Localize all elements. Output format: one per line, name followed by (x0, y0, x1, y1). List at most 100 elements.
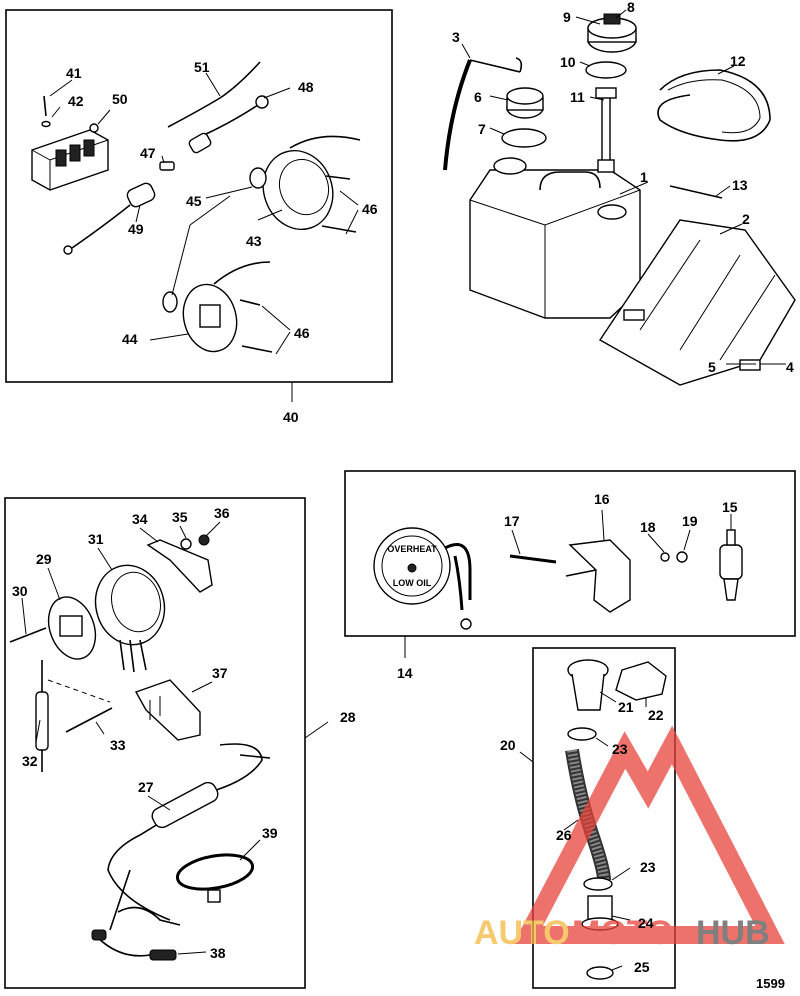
label-50: 50 (112, 91, 128, 107)
label-45: 45 (186, 193, 202, 209)
label-5: 5 (708, 359, 716, 375)
box-14 (344, 470, 796, 658)
watermark-text-1: AUTO (474, 914, 570, 952)
label-3: 3 (452, 29, 460, 45)
screw-part-33 (65, 707, 113, 733)
gauge-part-29 (47, 596, 97, 660)
label-22: 22 (648, 707, 664, 723)
fitting-part-21 (567, 659, 609, 711)
pin-part-13 (669, 185, 723, 199)
label-40: 40 (283, 409, 299, 425)
pickup-tube-part-11 (595, 87, 617, 173)
label-6: 6 (474, 89, 482, 105)
gauge-part-14: OVERHEAT LOW OIL (373, 527, 472, 630)
label-39: 39 (262, 825, 278, 841)
gauge-top-text: OVERHEAT (387, 544, 437, 554)
label-44: 44 (122, 331, 138, 347)
washer-part-18 (660, 552, 670, 562)
harness-part-27 (107, 743, 271, 931)
label-51: 51 (194, 59, 210, 75)
diagram-number: 1599 (756, 976, 785, 991)
label-21: 21 (618, 699, 634, 715)
cap-part-6 (506, 87, 544, 119)
clamp-part-23a (567, 727, 597, 741)
label-41: 41 (66, 65, 82, 81)
screws-part-46 (239, 175, 357, 353)
label-47: 47 (140, 145, 156, 161)
label-9: 9 (563, 9, 571, 25)
watermark-logo: AUTO MOTO HUB (474, 725, 785, 952)
screw-part-17 (509, 554, 557, 564)
gauge-bottom-text: LOW OIL (393, 578, 432, 588)
o-ring-part-45b (162, 291, 178, 313)
nut-part-50 (89, 123, 99, 133)
label-8: 8 (627, 0, 635, 15)
label-27: 27 (138, 779, 154, 795)
washer-part-35 (180, 538, 192, 550)
watermark-text-2: MOTO (572, 914, 673, 952)
hose-part-12 (657, 69, 771, 142)
module-part-41 (31, 95, 109, 191)
label-12: 12 (730, 53, 746, 69)
clamp-part-23b (583, 877, 613, 891)
label-49: 49 (128, 221, 144, 237)
label-11: 11 (570, 89, 585, 105)
strap-part-39 (175, 853, 255, 903)
gauge-part-43 (262, 135, 361, 231)
label-7: 7 (478, 121, 486, 137)
label-18: 18 (640, 519, 656, 535)
sender-part-49 (63, 182, 156, 255)
label-24: 24 (638, 915, 654, 931)
label-48: 48 (298, 79, 314, 95)
label-29: 29 (36, 551, 52, 567)
screw-part-30 (9, 627, 47, 643)
resistor-part-32 (35, 660, 111, 772)
label-23a: 23 (612, 741, 628, 757)
bracket-part-34 (146, 539, 213, 593)
label-31: 31 (88, 531, 104, 547)
box-28 (4, 497, 329, 989)
label-32: 32 (22, 753, 38, 769)
label-23b: 23 (640, 859, 656, 875)
callout-labels: 1 2 3 4 5 6 7 8 9 10 11 12 13 14 15 16 1… (12, 0, 794, 991)
strap-part-3 (443, 57, 523, 171)
label-34: 34 (132, 511, 148, 527)
oil-tank-part-1 (469, 157, 641, 319)
wire-part-48 (188, 95, 269, 154)
cap-assembly-part-8 (587, 13, 637, 53)
label-26: 26 (556, 827, 572, 843)
label-42: 42 (68, 93, 84, 109)
label-37: 37 (212, 665, 228, 681)
watermark-text-3: HUB (696, 914, 770, 952)
leaders-tank (461, 9, 786, 365)
connector-part-47 (159, 161, 175, 171)
box-40 (5, 9, 393, 402)
label-13: 13 (732, 177, 748, 193)
box-20 (519, 647, 676, 989)
wire-part-51 (167, 61, 261, 128)
leaders-box-20 (563, 691, 647, 971)
o-ring-part-45 (249, 167, 267, 189)
gasket-part-10 (585, 61, 627, 79)
label-43: 43 (246, 233, 262, 249)
label-15: 15 (722, 499, 738, 515)
label-36: 36 (214, 505, 230, 521)
gasket-part-25 (586, 966, 614, 980)
harness-part-38 (91, 906, 181, 961)
label-28: 28 (340, 709, 356, 725)
label-33: 33 (110, 737, 126, 753)
gasket-part-22 (615, 661, 667, 701)
label-4: 4 (786, 359, 794, 375)
label-46a: 46 (362, 201, 378, 217)
watermark-triangle (513, 725, 785, 944)
label-14: 14 (397, 665, 413, 681)
label-2: 2 (742, 211, 750, 227)
label-10: 10 (560, 54, 576, 70)
bracket-part-16 (565, 539, 631, 613)
bulb-part-15 (719, 529, 743, 601)
label-19: 19 (682, 513, 698, 529)
bracket-part-37 (134, 679, 201, 741)
bezel-part-31 (94, 564, 166, 673)
leaders-box-28 (21, 521, 261, 955)
